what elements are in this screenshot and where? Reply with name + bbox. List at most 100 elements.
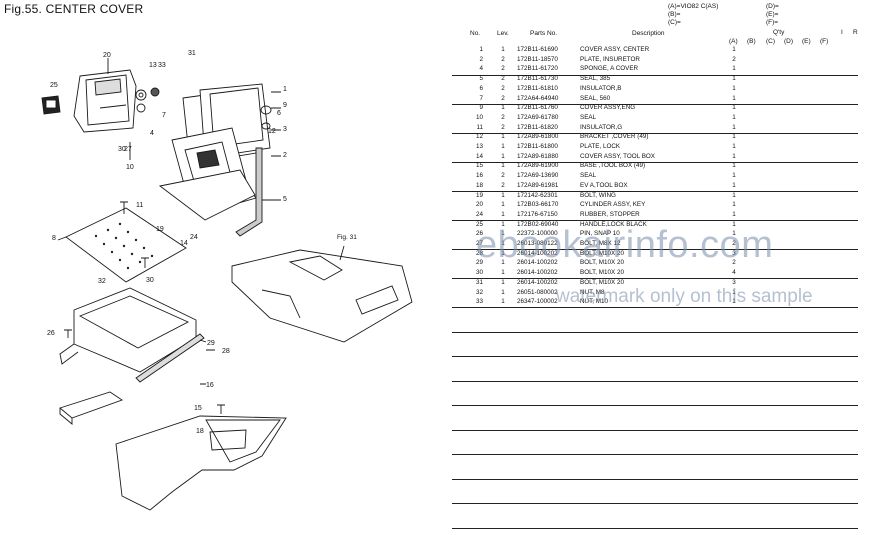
callout-number: 16 xyxy=(206,382,214,389)
cell-no: 11 xyxy=(476,123,483,131)
table-end-line xyxy=(452,307,858,309)
cell-parts-no: 172A69-61780 xyxy=(517,113,559,121)
callout-number: 2 xyxy=(283,152,287,159)
cell-lev: 1 xyxy=(501,298,505,306)
cell-parts-no: 26014-100202 xyxy=(517,278,558,286)
cell-lev: 1 xyxy=(501,269,505,277)
cell-no: 13 xyxy=(475,143,483,150)
cell-lev: 1 xyxy=(501,191,505,199)
callout-number: 10 xyxy=(126,164,134,171)
cell-no: 10 xyxy=(475,113,483,121)
cell-desc: INSULATOR,B xyxy=(580,84,622,92)
cell-no: 29 xyxy=(475,259,483,267)
cell-qty: 1 xyxy=(732,46,736,53)
callout-number: 8 xyxy=(52,235,56,242)
cell-no: 1 xyxy=(479,46,483,53)
header-model-d: (D) xyxy=(784,38,794,45)
cell-no: 20 xyxy=(475,201,483,209)
cell-qty: 1 xyxy=(732,123,736,131)
callout-number: 9 xyxy=(283,102,287,109)
cell-no: 4 xyxy=(479,65,483,73)
header-description: Description xyxy=(632,30,665,37)
blank-rule xyxy=(452,503,858,505)
blank-rule xyxy=(452,356,858,358)
cell-parts-no: 172B11-61730 xyxy=(517,75,558,83)
cell-desc: COVER ASSY, CENTER xyxy=(580,46,650,53)
cell-qty: 1 xyxy=(732,172,736,180)
cell-qty: 2 xyxy=(732,240,736,247)
cell-no: 28 xyxy=(475,249,483,257)
cell-qty: 1 xyxy=(732,288,736,296)
cell-no: 14 xyxy=(475,152,483,160)
blank-rule xyxy=(452,429,858,431)
cell-lev: 1 xyxy=(501,259,505,267)
cell-parts-no: 26014-100202 xyxy=(517,259,558,267)
cell-no: 7 xyxy=(479,94,483,102)
cell-no: 6 xyxy=(479,84,483,92)
callout-number: 4 xyxy=(150,130,154,137)
cell-parts-no: 26013-080122 xyxy=(517,240,558,247)
cell-lev: 1 xyxy=(501,220,505,228)
cell-desc: SEAL xyxy=(580,172,597,180)
callout-number: 20 xyxy=(103,52,111,59)
header-r: R xyxy=(853,29,858,36)
callout-number: 30 xyxy=(146,277,154,284)
blank-rule xyxy=(452,405,858,407)
cell-parts-no: 172176-67150 xyxy=(517,210,558,218)
blank-rule xyxy=(452,331,858,333)
cell-lev: 2 xyxy=(501,55,505,63)
legend-b: (B)= xyxy=(668,11,681,18)
cell-qty: 1 xyxy=(732,75,736,83)
callout-number: 28 xyxy=(222,348,230,355)
cell-lev: 1 xyxy=(501,288,505,296)
callout-number: 1 xyxy=(283,86,287,93)
cell-no: 19 xyxy=(475,191,483,199)
header-model-f: (F) xyxy=(820,38,829,45)
cell-lev: 1 xyxy=(501,46,505,53)
cell-desc: COVER ASSY, TOOL BOX xyxy=(580,152,656,160)
cell-no: 18 xyxy=(475,181,483,189)
callout-number: 18 xyxy=(196,428,204,435)
cell-desc: SPONGE, A COVER xyxy=(580,65,639,73)
cell-no: 33 xyxy=(475,298,483,306)
blank-rule xyxy=(452,478,858,480)
cell-desc: SEAL, 560 xyxy=(580,94,611,102)
cell-lev: 2 xyxy=(501,94,505,102)
group-separator xyxy=(452,278,858,280)
blank-rule xyxy=(452,380,858,382)
cell-parts-no: 22372-100000 xyxy=(517,230,558,238)
cell-parts-no: 172A89-61981 xyxy=(517,181,559,189)
callout-number: 27 xyxy=(124,146,132,153)
cell-lev: 1 xyxy=(501,249,505,257)
cell-qty: 1 xyxy=(732,230,736,238)
cell-no: 2 xyxy=(479,55,483,63)
cell-parts-no: 26051-080002 xyxy=(517,288,558,296)
cell-lev: 1 xyxy=(501,278,505,286)
callout-number: 31 xyxy=(188,50,196,57)
cell-desc: BOLT, M10X 20 xyxy=(580,278,624,286)
cell-qty: 1 xyxy=(732,210,736,218)
cell-qty: 2 xyxy=(732,259,736,267)
cell-desc: BOLT, M8X 12 xyxy=(580,240,621,247)
legend-a: (A)=VIO82 C(AS) xyxy=(668,3,719,10)
callout-number: 33 xyxy=(158,62,166,69)
header-lev: Lev. xyxy=(497,30,509,37)
cell-parts-no: 172B03-66170 xyxy=(517,201,559,209)
cell-qty: 2 xyxy=(732,55,736,63)
callout-number: 11 xyxy=(136,202,144,209)
cell-lev: 1 xyxy=(501,230,505,238)
cell-no: 24 xyxy=(475,210,483,218)
cell-desc: EV A,TOOL BOX xyxy=(580,181,628,189)
cell-lev: 1 xyxy=(501,201,505,209)
cell-lev: 2 xyxy=(501,181,505,189)
callout-number: 26 xyxy=(47,330,55,337)
cell-qty: 1 xyxy=(732,201,736,209)
cell-desc: BOLT, WING xyxy=(580,191,616,199)
cell-no: 30 xyxy=(475,269,483,277)
cell-lev: 1 xyxy=(501,240,505,247)
cell-parts-no: 26347-100002 xyxy=(517,298,558,306)
header-parts-no: Parts No. xyxy=(530,30,558,37)
cell-no: 26 xyxy=(475,230,483,238)
cell-parts-no: 172A89-61880 xyxy=(517,152,559,160)
cell-qty: 1 xyxy=(732,152,736,160)
